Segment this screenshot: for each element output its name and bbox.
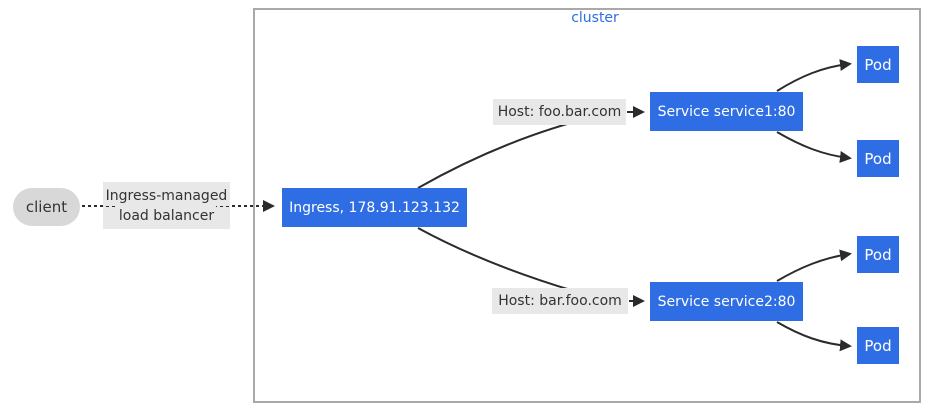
service1-node: Service service1:80: [650, 92, 803, 131]
pod-node-3: Pod: [857, 236, 899, 273]
client-node: client: [13, 188, 80, 226]
pod-node-2: Pod: [857, 140, 899, 177]
host-label-foo-bar-com: Host: foo.bar.com: [493, 99, 626, 125]
pod-node-1: Pod: [857, 46, 899, 83]
load-balancer-label-line2: load balancer: [116, 205, 217, 226]
cluster-boundary: [253, 8, 921, 403]
pod-node-4: Pod: [857, 327, 899, 364]
ingress-node: Ingress, 178.91.123.132: [282, 188, 467, 227]
host-label-bar-foo-com: Host: bar.foo.com: [492, 288, 628, 314]
load-balancer-label-line1: Ingress-managed: [103, 185, 230, 206]
load-balancer-label: Ingress-managed load balancer: [103, 182, 230, 229]
service2-node: Service service2:80: [650, 282, 803, 321]
cluster-label: cluster: [571, 10, 619, 26]
